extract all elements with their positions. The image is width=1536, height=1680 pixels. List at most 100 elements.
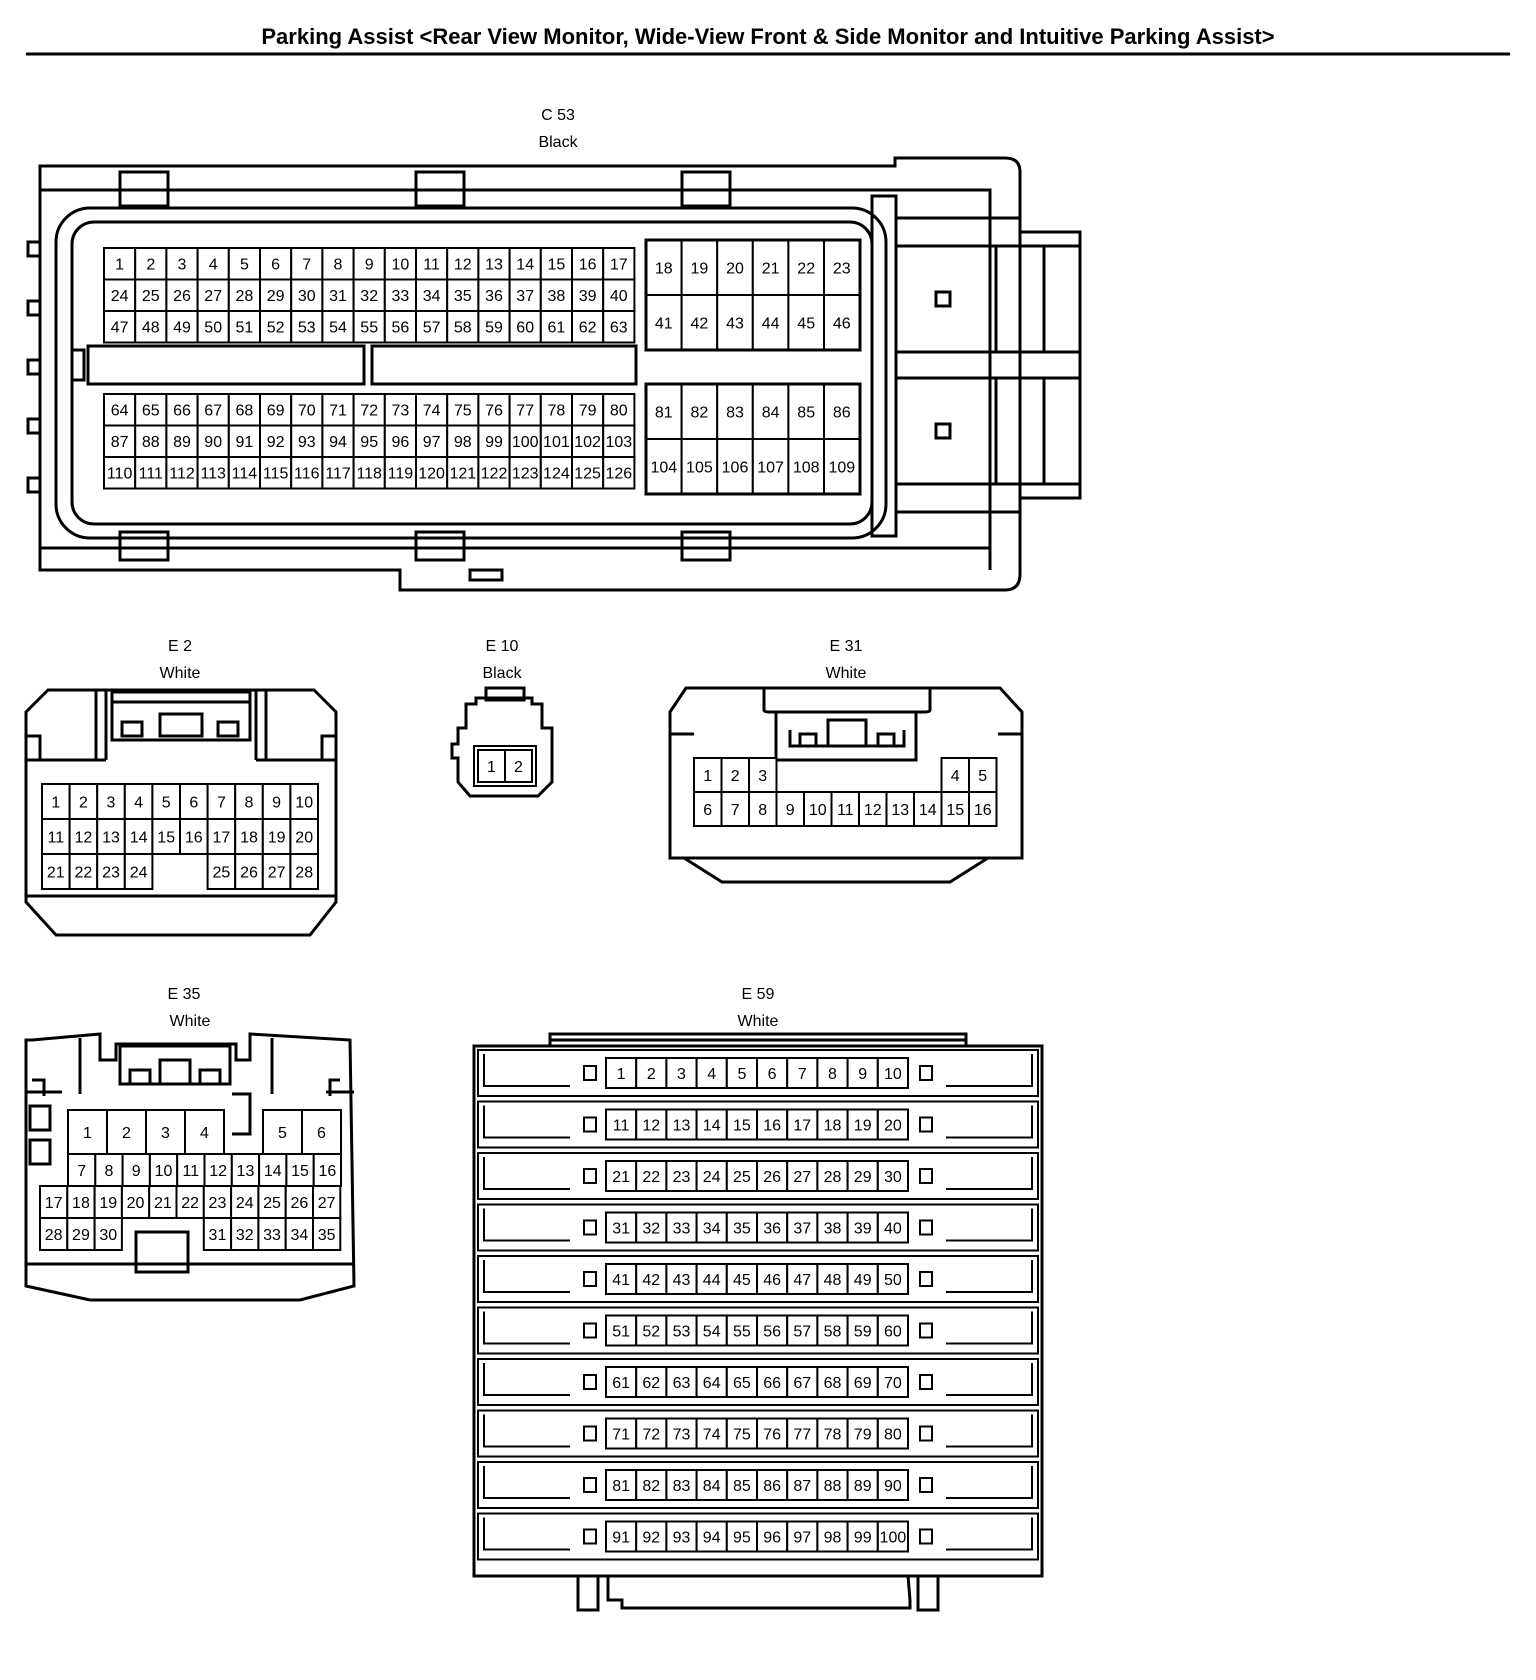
pin-cell: 61	[539, 310, 573, 344]
pin-cell: 5	[725, 1057, 758, 1089]
pin-cell: 35	[312, 1217, 342, 1251]
pin-cell: 39	[846, 1211, 879, 1244]
pin-cell: 13	[665, 1108, 698, 1141]
pin-box	[725, 1520, 758, 1553]
pin-number: 13	[237, 1163, 255, 1180]
pin-number: 43	[673, 1272, 691, 1289]
pin-cell: 15	[285, 1153, 315, 1187]
pin-box	[415, 393, 449, 427]
pin-number: 116	[294, 466, 320, 483]
pin-box	[41, 783, 71, 820]
pin-number: 94	[703, 1529, 721, 1546]
pin-box	[787, 294, 826, 351]
pin-box	[312, 1217, 342, 1251]
pin-number: 4	[707, 1066, 716, 1083]
pin-number: 100	[512, 434, 539, 451]
pin-cell: 27	[196, 278, 230, 312]
pin-box	[121, 1153, 151, 1187]
pin-cell: 101	[539, 424, 573, 458]
pin-number: 29	[854, 1169, 872, 1186]
pin-number: 11	[47, 829, 64, 846]
pin-cell: 25	[257, 1185, 287, 1219]
pin-number: 97	[793, 1529, 811, 1546]
pin-box	[477, 424, 511, 458]
pin-box	[508, 393, 542, 427]
pin-cell: 82	[680, 383, 719, 440]
pin-number: 110	[107, 466, 133, 483]
pin-number: 23	[209, 1195, 227, 1212]
pin-box	[227, 310, 262, 344]
pin-box	[756, 1469, 789, 1501]
pin-cell: 59	[846, 1314, 879, 1347]
pin-number: 91	[612, 1529, 630, 1546]
pin-number: 32	[642, 1220, 660, 1237]
pin-cell: 43	[716, 294, 754, 351]
pin-cell: 26	[165, 278, 199, 312]
pin-cell: 11	[415, 247, 449, 281]
pin-box	[290, 247, 324, 281]
pin-cell: 89	[165, 424, 199, 458]
pin-cell: 106	[716, 438, 754, 495]
pin-number: 22	[797, 260, 815, 277]
e59-tier-frame	[477, 1152, 1039, 1200]
e59-tier-key-right	[919, 1065, 933, 1081]
e59-tier-key-left	[583, 1065, 597, 1081]
pin-box	[695, 1108, 728, 1141]
pin-number: 66	[173, 403, 191, 420]
pin-number: 18	[72, 1195, 90, 1212]
e59-tier-latch-right	[946, 1517, 1033, 1551]
pin-cell: 16	[312, 1153, 343, 1187]
pin-cell: 81	[645, 383, 683, 440]
pin-cell: 2	[68, 783, 99, 820]
pin-cell: 91	[605, 1520, 638, 1553]
pin-cell: 50	[876, 1263, 909, 1295]
pin-box	[787, 438, 826, 495]
pin-cell: 87	[103, 424, 137, 458]
pin-cell: 58	[816, 1314, 849, 1347]
pin-box	[571, 247, 605, 281]
pin-box	[352, 310, 386, 344]
pin-number: 17	[793, 1117, 811, 1134]
pin-number: 34	[423, 288, 441, 305]
pin-number: 9	[132, 1163, 141, 1180]
pin-cell: 92	[635, 1520, 668, 1553]
pin-cell: 17	[39, 1185, 69, 1219]
pin-number: 91	[236, 434, 254, 451]
pin-box	[477, 247, 511, 281]
pin-cell: 33	[383, 278, 417, 312]
pin-cell: 20	[120, 1185, 151, 1219]
e2-code-label: E 2	[168, 638, 192, 655]
pin-cell: 120	[415, 456, 449, 490]
pin-box	[602, 278, 636, 312]
pin-number: 22	[181, 1195, 199, 1212]
e59-tier-latch-left	[483, 1260, 570, 1293]
pin-number: 36	[485, 288, 503, 305]
pin-cell: 113	[196, 456, 230, 490]
pin-cell: 15	[151, 818, 181, 855]
pin-number: 81	[655, 404, 673, 421]
pin-cell: 30	[93, 1217, 123, 1251]
pin-box	[680, 383, 719, 440]
pin-number: 7	[798, 1066, 807, 1083]
pin-number: 45	[797, 315, 815, 332]
pin-number: 50	[884, 1272, 902, 1289]
pin-box	[635, 1211, 668, 1244]
pin-cell: 3	[665, 1057, 698, 1089]
pin-box	[816, 1057, 849, 1089]
pin-cell: 93	[290, 424, 324, 458]
pin-cell: 13	[96, 818, 126, 855]
pin-box	[93, 1217, 123, 1251]
pin-box	[230, 1217, 260, 1251]
e59-tier-latch-right	[946, 1311, 1033, 1345]
pin-cell: 84	[695, 1469, 728, 1501]
pin-cell: 23	[665, 1160, 698, 1192]
pin-cell: 88	[134, 424, 168, 458]
pin-number: 14	[919, 802, 937, 819]
pin-cell: 87	[786, 1469, 819, 1501]
pin-cell: 10	[803, 791, 833, 827]
pin-box	[134, 424, 168, 458]
pin-number: 125	[574, 466, 601, 483]
pin-number: 3	[758, 768, 767, 785]
pin-cell: 14	[695, 1108, 728, 1141]
